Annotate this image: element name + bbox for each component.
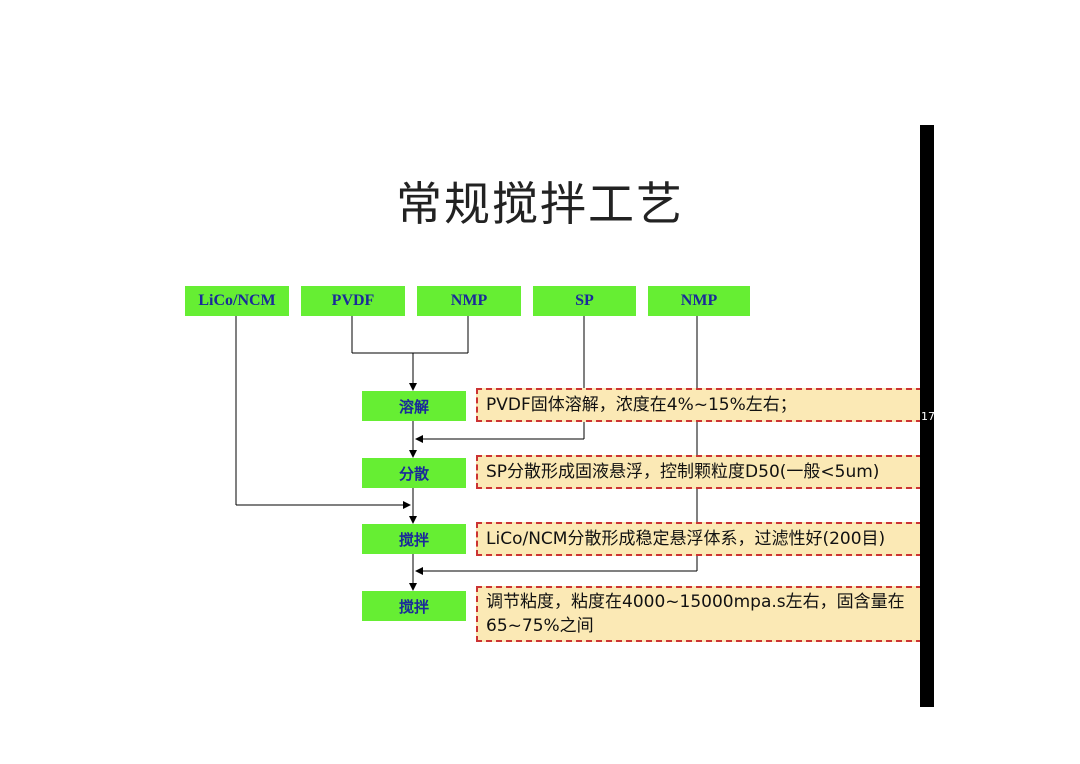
step-box-disperse: 分散 bbox=[362, 458, 466, 488]
page-title: 常规搅拌工艺 bbox=[396, 177, 684, 231]
step-box-dissolve: 溶解 bbox=[362, 391, 466, 421]
note-dissolve: PVDF固体溶解，浓度在4%~15%左右； bbox=[476, 388, 922, 422]
input-box-nmp-2: NMP bbox=[648, 286, 750, 316]
note-stir-1: LiCo/NCM分散形成稳定悬浮体系，过滤性好(200目) bbox=[476, 522, 922, 556]
note-stir-2: 调节粘度，粘度在4000~15000mpa.s左右，固含量在65~75%之间 bbox=[476, 586, 922, 642]
input-box-lico-ncm: LiCo/NCM bbox=[185, 286, 289, 316]
note-disperse: SP分散形成固液悬浮，控制颗粒度D50(一般<5um) bbox=[476, 455, 922, 489]
input-box-nmp-1: NMP bbox=[417, 286, 521, 316]
step-box-stir-1: 搅拌 bbox=[362, 524, 466, 554]
side-bar bbox=[920, 125, 934, 707]
page-number: 17 bbox=[921, 410, 935, 423]
step-box-stir-2: 搅拌 bbox=[362, 591, 466, 621]
input-box-pvdf: PVDF bbox=[301, 286, 405, 316]
input-box-sp: SP bbox=[533, 286, 636, 316]
